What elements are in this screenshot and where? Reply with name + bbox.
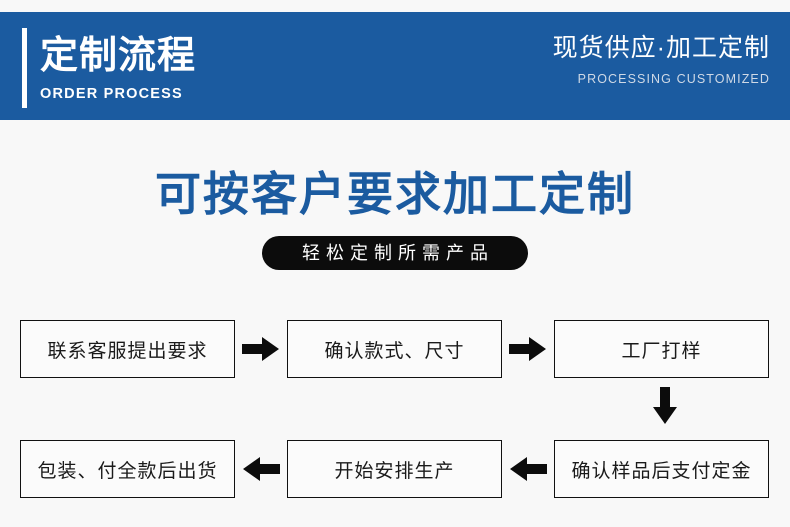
flow-step-6: 包装、付全款后出货 [20,440,235,498]
flow-step-4: 确认样品后支付定金 [554,440,769,498]
header-left-text: 定制流程 ORDER PROCESS [40,28,196,108]
arrow-right-icon [242,337,279,361]
arrow-gap-3 [235,440,287,498]
arrow-down-wrap [649,386,681,426]
hero-section: 可按客户要求加工定制 轻松定制所需产品 [0,165,790,270]
flow-step-2: 确认款式、尺寸 [287,320,502,378]
page-title: 可按客户要求加工定制 [155,168,635,220]
flow-step-3: 工厂打样 [554,320,769,378]
flow-step-1: 联系客服提出要求 [20,320,235,378]
arrow-gap-2 [502,320,554,378]
flow-step-5: 开始安排生产 [287,440,502,498]
arrow-down-icon [653,387,677,424]
arrow-right-icon [509,337,546,361]
header-title: 定制流程 [40,34,197,77]
header-tagline-english: PROCESSING CUSTOMIZED [577,72,770,86]
header-band: 定制流程 ORDER PROCESS 现货供应·加工定制 PROCESSING … [0,12,790,120]
flow-row-2: 包装、付全款后出货 开始安排生产 确认样品后支付定金 [20,440,770,498]
arrow-left-icon [510,457,547,481]
header-right-group: 现货供应·加工定制 PROCESSING CUSTOMIZED [553,32,770,88]
flow-row-1: 联系客服提出要求 确认款式、尺寸 工厂打样 [20,320,770,378]
status-badge: 轻松定制所需产品 [262,236,528,270]
arrow-gap-1 [235,320,287,378]
arrow-gap-4 [502,440,554,498]
header-subtitle: ORDER PROCESS [40,85,183,102]
hero-badge-wrap: 轻松定制所需产品 [0,236,790,270]
header-left-group: 定制流程 ORDER PROCESS [22,28,196,108]
arrow-left-icon [243,457,280,481]
header-tagline: 现货供应·加工定制 [552,34,770,62]
accent-bar [22,28,27,108]
